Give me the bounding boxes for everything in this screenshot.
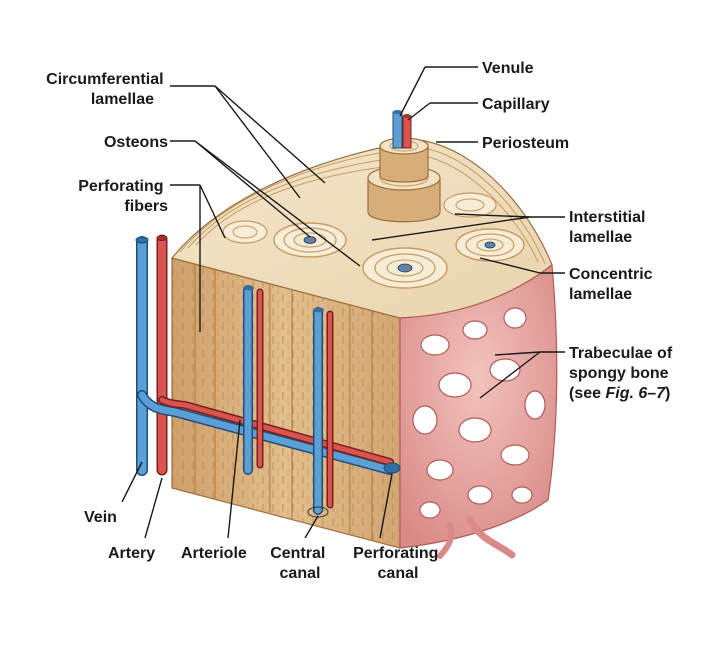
- label-artery: Artery: [108, 545, 155, 562]
- osteon-3: [455, 228, 525, 262]
- osteon-2: [362, 247, 448, 289]
- protruding-osteon: [367, 110, 441, 223]
- label-central-canal: Central canal: [270, 545, 330, 582]
- osteon-4: [222, 220, 268, 244]
- labels: Circumferential lamellae Osteons Perfora…: [46, 60, 677, 582]
- blood-vessels: [135, 234, 401, 518]
- label-perforating-canal: Perforating canal: [353, 545, 443, 582]
- label-arteriole: Arteriole: [181, 545, 247, 562]
- osteon-5: [443, 192, 497, 218]
- label-circumferential-lamellae: Circumferential lamellae: [46, 71, 168, 108]
- label-osteons: Osteons: [104, 134, 168, 151]
- label-vein: Vein: [84, 509, 117, 526]
- leader-lines: [121, 66, 565, 539]
- label-interstitial-lamellae: Interstitial lamellae: [569, 209, 650, 246]
- label-venule: Venule: [482, 60, 534, 77]
- label-trabeculae: Trabeculae of spongy bone (see Fig. 6–7): [569, 345, 677, 402]
- spongy-bone: [399, 263, 558, 559]
- label-concentric-lamellae: Concentric lamellae: [569, 266, 657, 303]
- bone-wedge: [170, 110, 558, 559]
- label-periosteum: Periosteum: [482, 135, 569, 152]
- label-perforating-fibers: Perforating fibers: [78, 178, 168, 215]
- side-lamella-stripes: [194, 264, 373, 541]
- bone-side-fibers: [172, 258, 400, 548]
- osteon-1: [273, 222, 347, 258]
- label-capillary: Capillary: [482, 96, 550, 113]
